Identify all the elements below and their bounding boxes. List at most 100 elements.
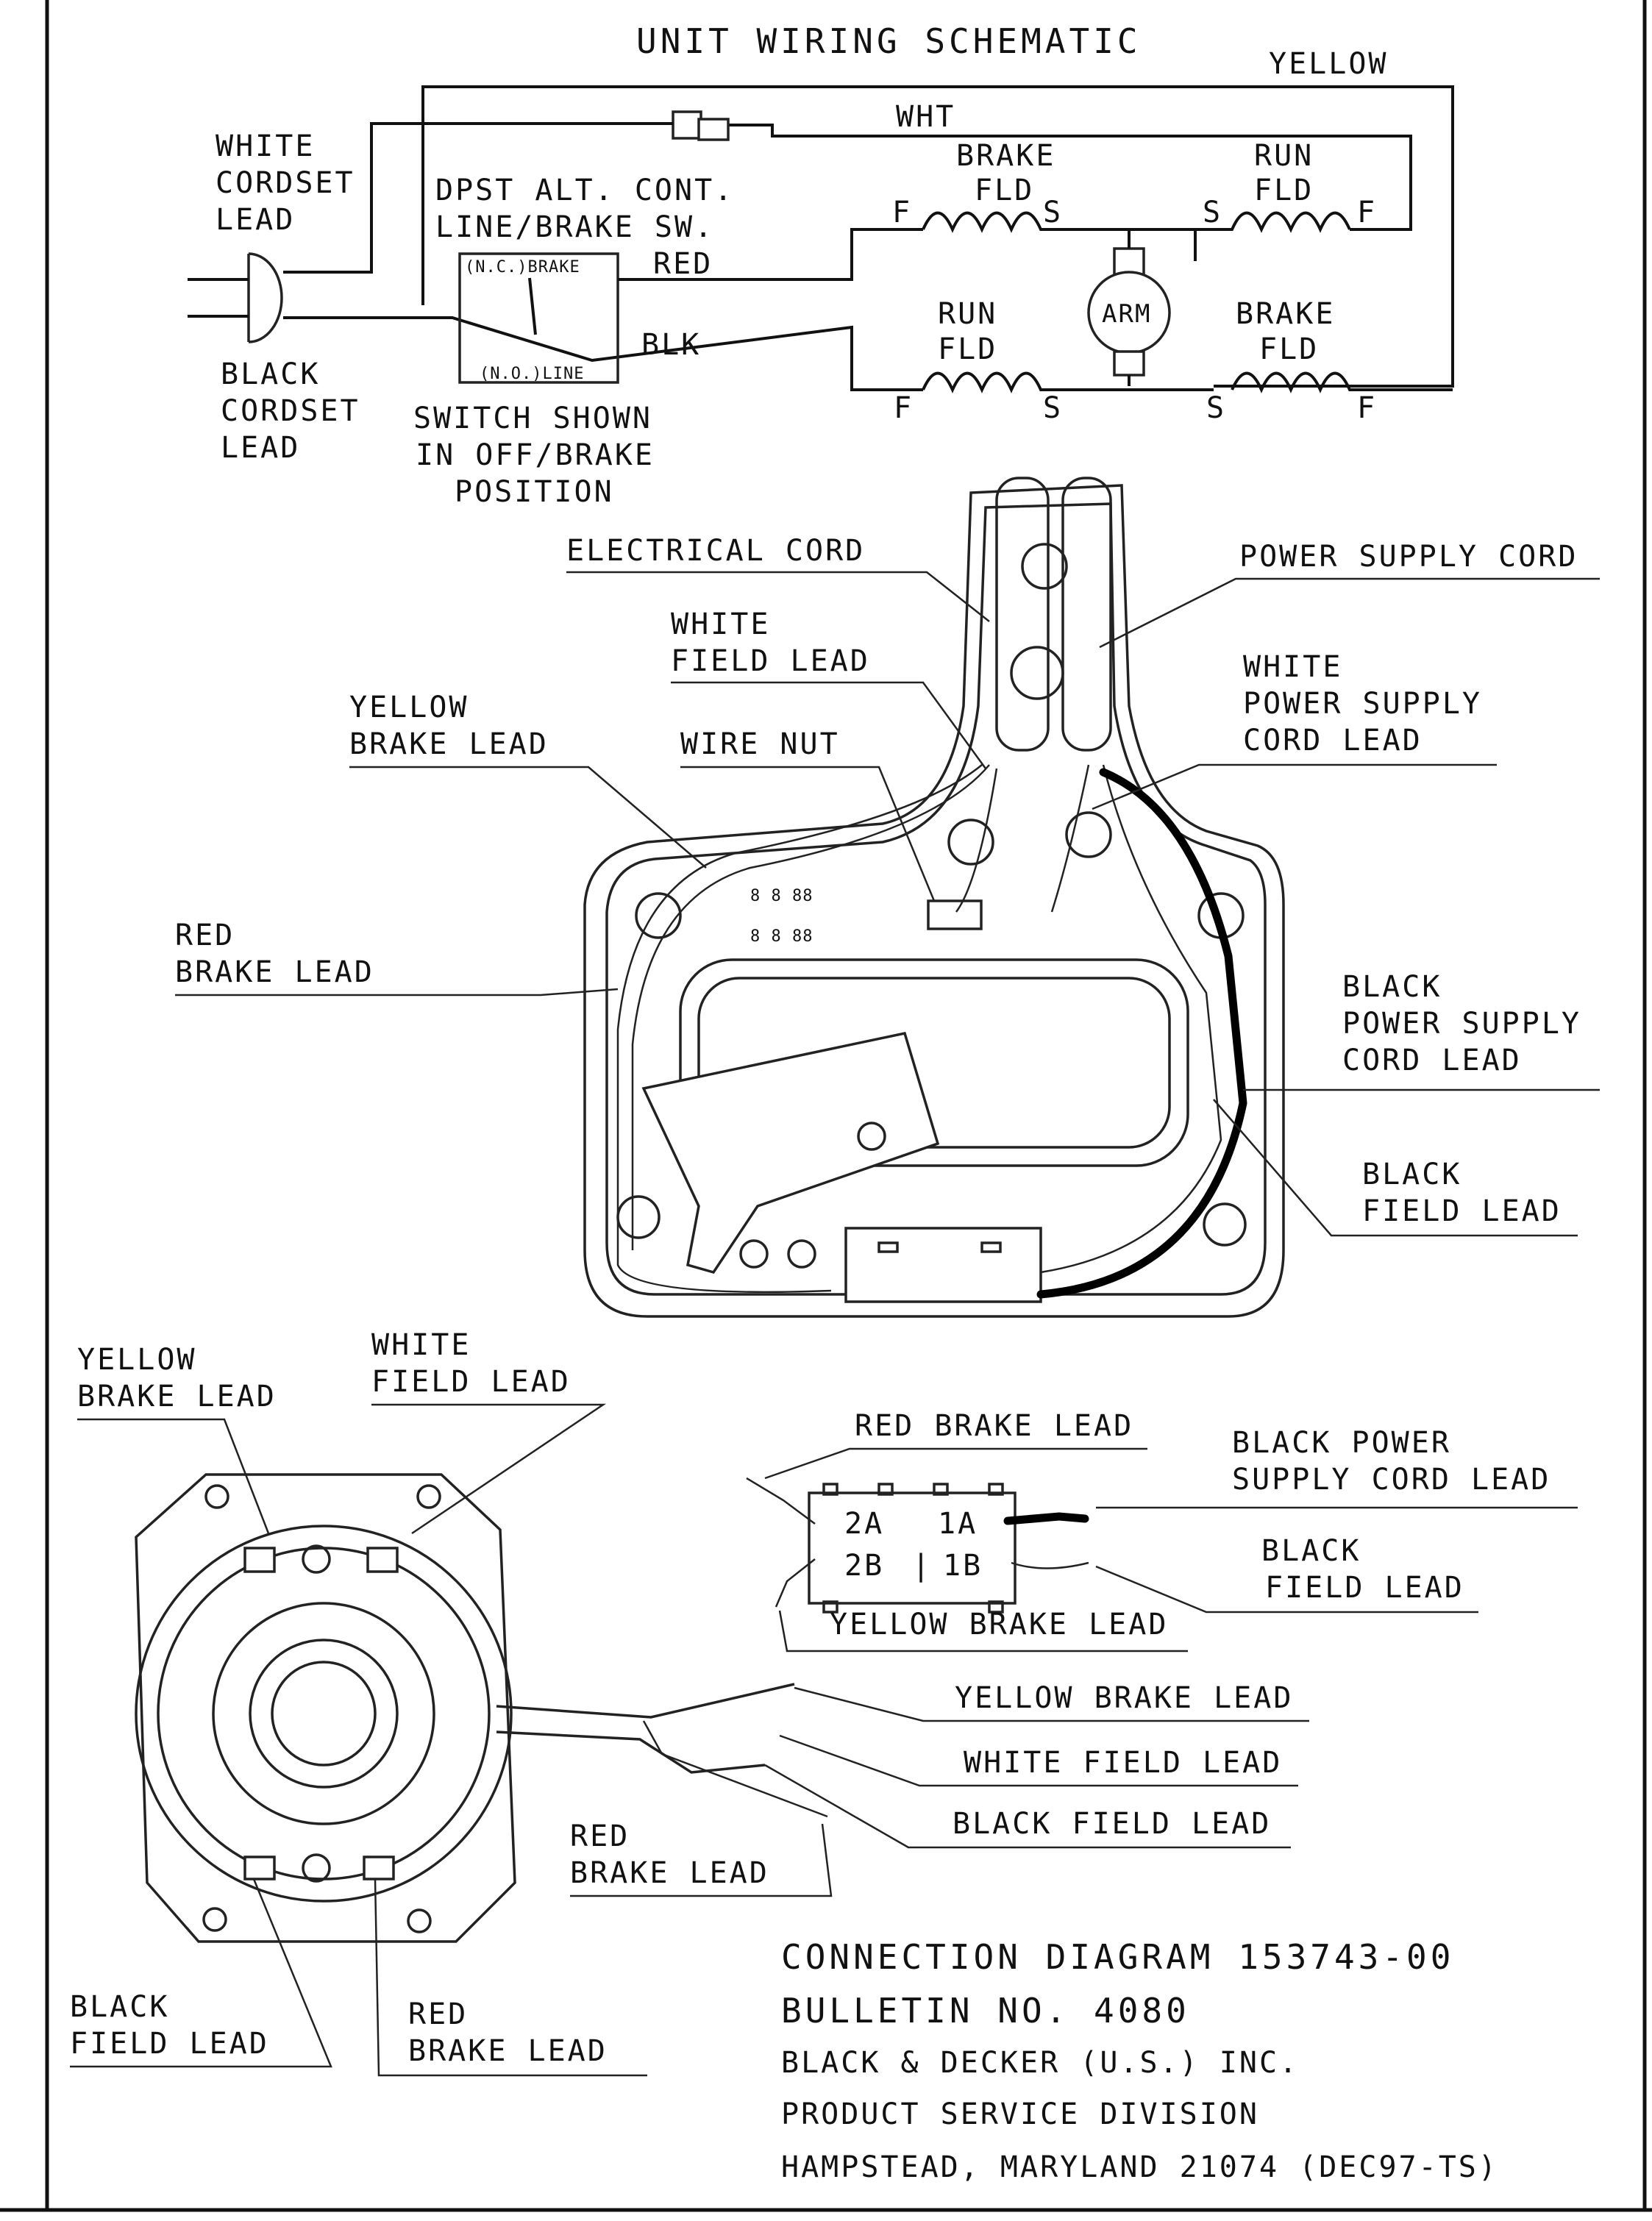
- field-red-brake-bottom-leader: [374, 1878, 647, 2077]
- wht-wire-label: WHT: [896, 100, 955, 134]
- connection-diagram-number: CONNECTION DIAGRAM 153743-00: [781, 1937, 1454, 1977]
- white-power-supply-label-3: CORD LEAD: [1243, 724, 1423, 757]
- field-white-field-leader: [371, 1403, 607, 1535]
- run-fld-bottom-label-2: FLD: [938, 332, 997, 366]
- housing-screw-4-icon: [1065, 811, 1112, 858]
- field-yellow-brake-right-leader: [794, 1686, 1309, 1722]
- field-red-brake-leader: [570, 1823, 833, 1897]
- arm-label: ARM: [1102, 299, 1151, 329]
- wire-connector-icon: [672, 110, 702, 140]
- red-wire: [618, 228, 923, 281]
- brake-fld-top-f: F: [892, 196, 912, 229]
- brake-fld-bottom-f: F: [1357, 391, 1377, 425]
- field-white-field-right-leader: [779, 1734, 1298, 1787]
- field-white-field-label-2: FIELD LEAD: [371, 1365, 571, 1399]
- plug-icon: [247, 252, 283, 343]
- field-housing-outline-icon: [135, 1473, 516, 1943]
- switch-note-line-1: SWITCH SHOWN: [413, 402, 652, 435]
- red-brake-lead-label-2: BRAKE LEAD: [175, 955, 374, 989]
- run-fld-top-label-1: RUN: [1254, 139, 1314, 173]
- svg-text:8 8 88: 8 8 88: [750, 927, 813, 946]
- field-lead-bundle-top-icon: [496, 1683, 795, 1719]
- red-brake-lead-leader: [175, 988, 619, 997]
- document-footer: CONNECTION DIAGRAM 153743-00 BULLETIN NO…: [781, 1937, 1496, 2184]
- brake-fld-bottom-label-1: BRAKE: [1236, 297, 1335, 331]
- field-top-screw-icon: [302, 1544, 331, 1574]
- red-wire-label: RED: [653, 247, 713, 281]
- brake-fld-bottom-s: S: [1206, 391, 1226, 425]
- field-terminal-tr-icon: [366, 1547, 399, 1573]
- brake-fld-bottom-coil-icon: [1231, 371, 1453, 393]
- white-cordset-label-2: CORDSET: [216, 166, 355, 200]
- switch-nc-label: (N.C.)BRAKE: [465, 258, 580, 277]
- field-red-brake-bottom-label-2: BRAKE LEAD: [408, 2034, 608, 2068]
- bulletin-number: BULLETIN NO. 4080: [781, 1991, 1190, 2031]
- field-black-field-right-label: BLACK FIELD LEAD: [953, 1807, 1271, 1841]
- run-fld-bottom-s: S: [1043, 391, 1063, 425]
- division-name: PRODUCT SERVICE DIVISION: [781, 2097, 1259, 2131]
- field-terminal-br-icon: [363, 1855, 395, 1880]
- switch-detail-black-field-label-2: FIELD LEAD: [1265, 1571, 1464, 1605]
- black-cordset-wire: [283, 316, 923, 391]
- trigger-pivot-icon: [857, 1122, 886, 1151]
- white-power-supply-label-1: WHITE: [1243, 650, 1342, 684]
- arm-brush-bottom-icon: [1113, 350, 1145, 377]
- field-mount-hole-br-icon: [407, 1908, 432, 1933]
- switch-yellow-brake-wire: [775, 1558, 816, 1608]
- brake-fld-top-label-1: BRAKE: [956, 139, 1055, 173]
- field-black-field-bottom-label-1: BLACK: [70, 1990, 169, 2024]
- terminal-2b-label: 2B: [844, 1549, 884, 1583]
- black-field-lead-wire: [1040, 764, 1222, 1274]
- black-power-supply-label-1: BLACK: [1342, 970, 1442, 1004]
- trigger-icon: [641, 1031, 940, 1275]
- field-white-field-label-1: WHITE: [371, 1328, 471, 1362]
- power-supply-cord-leader: [1099, 577, 1600, 649]
- neck-screw-2-icon: [1010, 646, 1064, 700]
- switch-detail-black-field-label-1: BLACK: [1261, 1534, 1361, 1568]
- neck-screw-1-icon: [1021, 543, 1068, 590]
- switch-note-line-3: POSITION: [455, 475, 614, 509]
- switch-black-power-wire: [1003, 1512, 1089, 1525]
- switch-blade-icon: [528, 277, 537, 335]
- switch-note-line-2: IN OFF/BRAKE: [416, 438, 655, 472]
- yellow-wire: [421, 85, 1454, 388]
- wire-nut-icon: [927, 899, 983, 930]
- black-cordset-label-1: BLACK: [221, 357, 320, 391]
- field-lead-bundle-bottom-icon: [496, 1730, 766, 1774]
- company-name: BLACK & DECKER (U.S.) INC.: [781, 2046, 1299, 2080]
- field-mount-hole-tl-icon: [204, 1484, 229, 1509]
- switch-detail-red-brake-leader: [764, 1447, 1147, 1480]
- yellow-brake-lead-label-1: YELLOW: [349, 691, 469, 724]
- terminal-2a-label: 2A: [844, 1507, 884, 1541]
- field-red-brake-label-1: RED: [570, 1819, 630, 1853]
- field-yellow-brake-label-1: YELLOW: [77, 1343, 197, 1377]
- field-black-field-bottom-label-2: FIELD LEAD: [70, 2027, 269, 2061]
- white-field-lead-wire: [955, 768, 998, 913]
- terminal-1b-label: 1B: [943, 1549, 983, 1583]
- svg-text:8 8 88: 8 8 88: [750, 887, 813, 905]
- line-brake-switch-icon: [458, 252, 619, 384]
- field-white-field-right-label: WHITE FIELD LEAD: [964, 1746, 1282, 1780]
- brake-fld-top-coil-icon: [922, 211, 1197, 261]
- white-cordset-label-1: WHITE: [216, 129, 315, 163]
- terminal-divider: |: [912, 1549, 932, 1583]
- switch-detail-red-brake-label: RED BRAKE LEAD: [855, 1409, 1133, 1443]
- field-hub-outer-icon: [212, 1602, 435, 1825]
- run-fld-top-f: F: [1357, 196, 1377, 229]
- switch-desc-line-1: DPST ALT. CONT.: [435, 174, 734, 207]
- power-supply-cord-label: POWER SUPPLY CORD: [1239, 540, 1578, 574]
- field-mount-hole-bl-icon: [202, 1907, 227, 1932]
- electrical-cord-leader: [566, 571, 990, 622]
- run-fld-top-s: S: [1203, 196, 1222, 229]
- field-hub-middle-icon: [249, 1639, 399, 1789]
- field-black-field-right-leader: [764, 1764, 1291, 1849]
- field-bearing-icon: [271, 1661, 377, 1767]
- electrical-cord-label: ELECTRICAL CORD: [566, 534, 865, 568]
- housing-window-icon: [679, 958, 1189, 1167]
- switch-detail-black-power-label-1: BLACK POWER: [1232, 1426, 1451, 1460]
- switch-detail-black-power-label-2: SUPPLY CORD LEAD: [1232, 1463, 1550, 1497]
- terminal-1a-label: 1A: [938, 1507, 978, 1541]
- white-power-supply-lead-wire: [1050, 764, 1090, 913]
- brake-fld-top-s: S: [1043, 196, 1063, 229]
